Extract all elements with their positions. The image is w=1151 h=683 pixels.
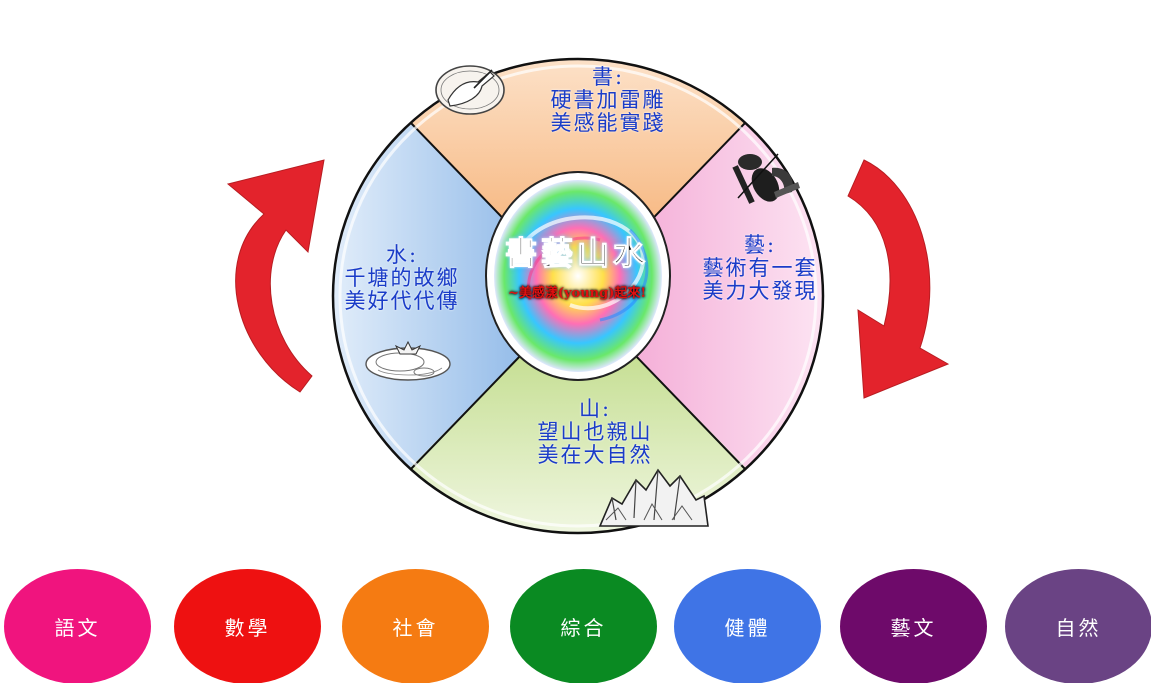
mountain-icon: [598, 468, 709, 527]
sector-shu-text: 書: 硬書加雷雕 美感能實踐: [518, 66, 698, 135]
subject-label: 語文: [54, 616, 101, 640]
subject-label: 數學: [224, 616, 271, 640]
sector-shan-line2: 美在大自然: [537, 443, 653, 467]
subject-oval-health-pe[interactable]: 健體: [674, 569, 821, 683]
left-cycle-arrow: [226, 159, 325, 393]
sector-shan-line1: 望山也親山: [537, 420, 653, 444]
sector-shui-text: 水: 千塘的故鄉 美好代代傳: [322, 244, 482, 313]
sector-shui-line1: 千塘的故鄉: [344, 266, 460, 290]
subject-oval-arts[interactable]: 藝文: [840, 569, 987, 683]
sector-shui-heading: 水:: [385, 243, 419, 267]
subject-label: 綜合: [560, 616, 607, 640]
subject-oval-math[interactable]: 數學: [174, 569, 321, 683]
sector-shan-text: 山: 望山也親山 美在大自然: [505, 398, 685, 467]
subject-oval-social[interactable]: 社會: [342, 569, 489, 683]
subject-oval-language[interactable]: 語文: [4, 569, 151, 683]
sector-yi-text: 藝: 藝術有一套 美力大發現: [680, 234, 840, 303]
sector-shan: [333, 296, 823, 533]
music-instruments-icon: [732, 153, 800, 204]
sector-shui-line2: 美好代代傳: [344, 289, 460, 313]
subject-label: 自然: [1055, 616, 1102, 640]
right-cycle-arrow: [847, 159, 950, 399]
sector-yi-heading: 藝:: [743, 233, 777, 257]
sector-yi-line2: 美力大發現: [702, 279, 818, 303]
subject-oval-integrative[interactable]: 綜合: [510, 569, 657, 683]
sector-yi-line1: 藝術有一套: [702, 256, 818, 280]
subject-label: 藝文: [890, 616, 937, 640]
sector-shu-heading: 書:: [591, 65, 625, 89]
sector-shu-line1: 硬書加雷雕: [550, 88, 666, 112]
hand-writing-icon: [435, 65, 505, 115]
center-subtitle: ~美感漾(young)起來!: [507, 286, 647, 301]
subject-label: 健體: [724, 616, 771, 640]
subject-label: 社會: [392, 616, 439, 640]
sector-shan-heading: 山:: [578, 397, 612, 421]
center-title: 書藝山水: [504, 234, 649, 273]
subject-oval-science[interactable]: 自然: [1005, 569, 1151, 683]
sector-shu-line2: 美感能實踐: [550, 111, 666, 135]
lotus-pond-icon: [365, 340, 451, 381]
wheel-rim: [331, 57, 825, 535]
